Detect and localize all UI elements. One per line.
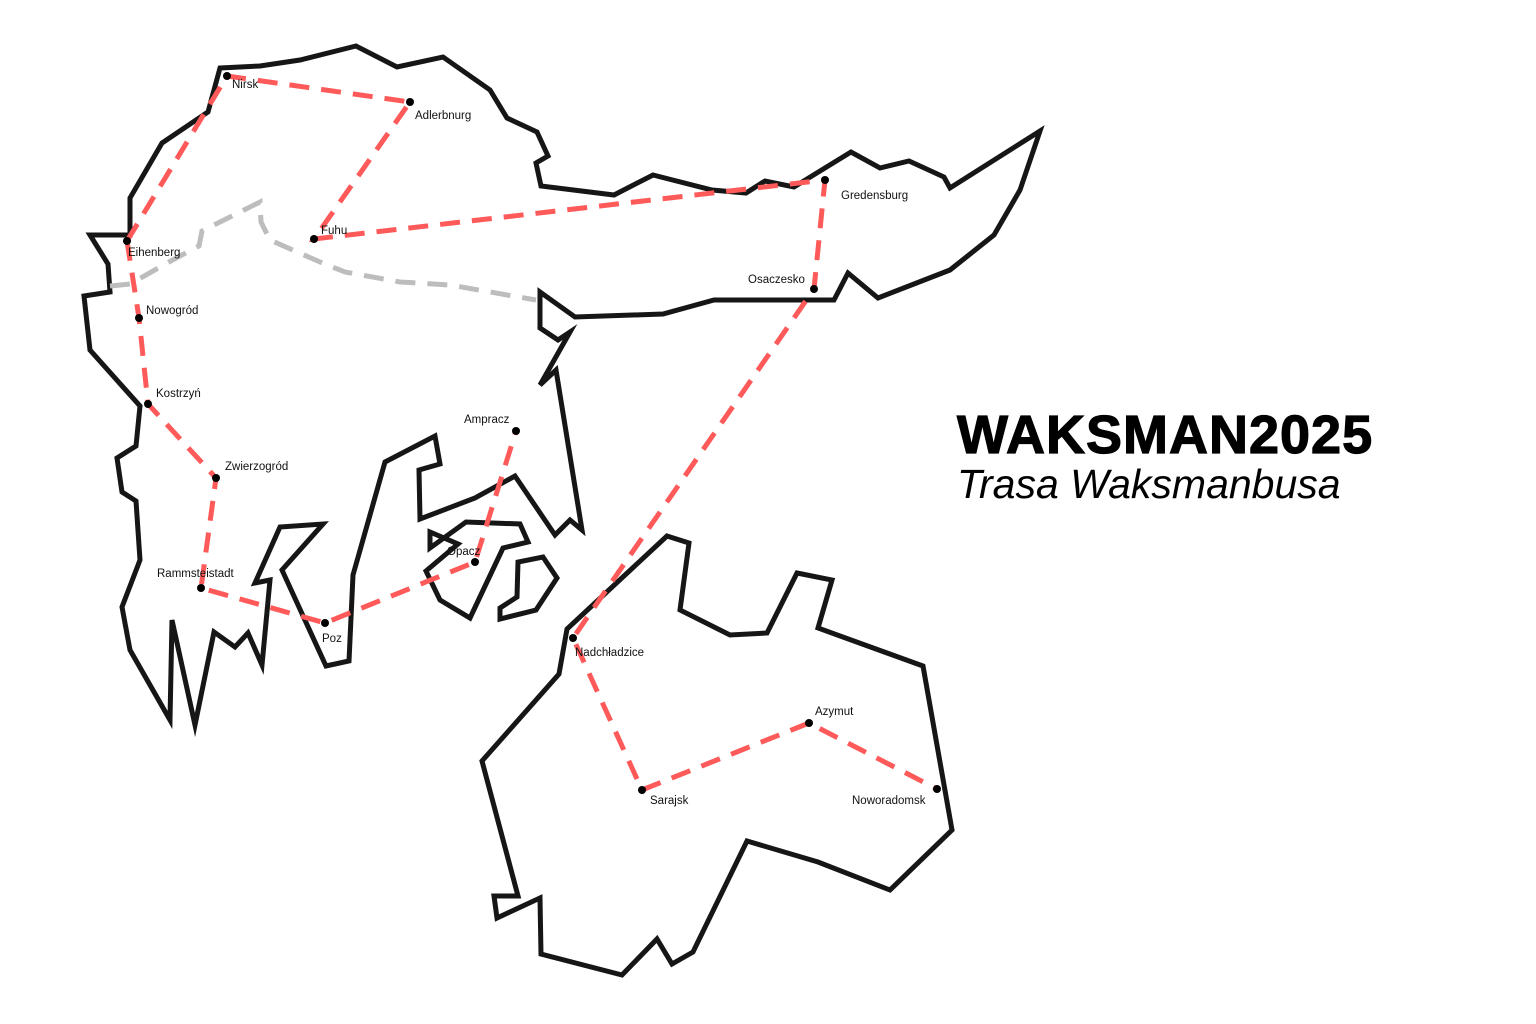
island-opacz — [422, 519, 532, 622]
main-route-north — [124, 73, 939, 794]
town-marker — [821, 176, 829, 184]
town-label: Kostrzyń — [156, 388, 201, 400]
town-marker — [638, 786, 646, 794]
town-marker — [321, 619, 329, 627]
town-marker — [810, 285, 818, 293]
island-east — [497, 554, 560, 623]
town-label: Noworadomsk — [852, 795, 926, 807]
town-marker — [805, 719, 813, 727]
coastline-north — [81, 43, 1045, 738]
town-marker — [212, 474, 220, 482]
town-marker — [512, 427, 520, 435]
town-marker — [406, 98, 414, 106]
town-label: Azymut — [815, 706, 854, 718]
town-dots — [123, 72, 941, 794]
town-label: Sarajsk — [650, 795, 689, 807]
town-label: Ampracz — [464, 414, 510, 426]
title-block: WAKSMAN2025 Trasa Waksmanbusa — [956, 405, 1374, 507]
main-route-west — [124, 240, 519, 626]
town-marker — [933, 785, 941, 793]
town-label: Opacz — [447, 546, 481, 558]
town-marker — [123, 237, 131, 245]
town-label: Rammsteistadt — [157, 568, 234, 580]
town-label: Nirsk — [232, 79, 259, 91]
town-label: Nadchładzice — [575, 647, 645, 659]
town-marker — [144, 400, 152, 408]
town-label: Zwierzogród — [225, 461, 289, 473]
map-subtitle: Trasa Waksmanbusa — [957, 461, 1341, 507]
secondary-route — [109, 198, 537, 303]
town-marker — [569, 634, 577, 642]
town-marker — [223, 72, 231, 80]
town-label: Gredensburg — [841, 190, 909, 202]
town-marker — [471, 558, 479, 566]
town-label: Osaczesko — [748, 274, 805, 286]
town-label: Poz — [322, 633, 342, 645]
town-label: Eihenberg — [128, 247, 181, 259]
town-marker — [197, 584, 205, 592]
town-marker — [135, 314, 143, 322]
town-label: Adlerbnurg — [415, 110, 472, 122]
town-label: Nowogród — [146, 305, 199, 317]
town-marker — [310, 235, 318, 243]
town-label: Fuhu — [321, 225, 348, 237]
map-title: WAKSMAN2025 — [956, 405, 1374, 465]
coastline-south — [479, 533, 955, 978]
